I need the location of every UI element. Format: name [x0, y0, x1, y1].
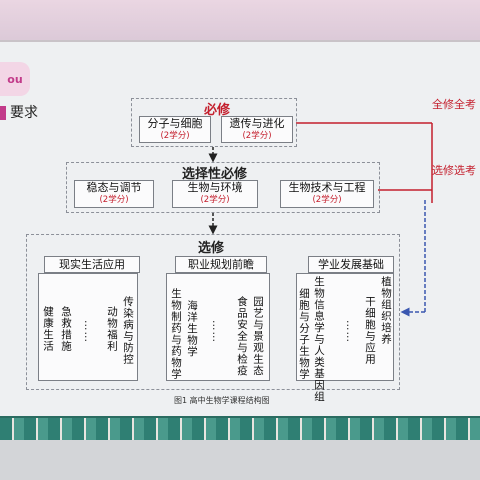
- header-text: 要求: [10, 105, 38, 121]
- elective-course: 干细胞与应用: [364, 296, 376, 365]
- elective-category-title: 学业发展基础: [308, 256, 394, 273]
- elective-category-title: 现实生活应用: [44, 256, 140, 273]
- course-name: 遗传与进化: [229, 117, 285, 130]
- elective-category-body: [166, 273, 270, 381]
- elective-course: 园艺与景观生态: [252, 296, 264, 377]
- course-box: 遗传与进化 (2学分): [221, 116, 293, 143]
- elective-course: 植物组织培养: [380, 276, 392, 345]
- elective-course: 食品安全与检疫: [236, 296, 248, 377]
- figure-caption: 图1 高中生物学课程结构图: [174, 396, 270, 405]
- elective-required-title: 选择性必修: [182, 167, 248, 182]
- elective-course: ……: [344, 320, 356, 343]
- logo: ou: [0, 62, 30, 96]
- course-name: 分子与细胞: [147, 117, 203, 130]
- course-box: 生物与环境 (2学分): [172, 180, 258, 208]
- decorative-border: [0, 416, 480, 442]
- course-name: 生物技术与工程: [288, 181, 366, 194]
- header-bar: [0, 106, 6, 120]
- required-title: 必修: [204, 103, 231, 118]
- course-box: 分子与细胞 (2学分): [139, 116, 211, 143]
- course-credit: (2学分): [312, 195, 342, 205]
- elective-course: 细胞与分子生物学: [298, 288, 310, 380]
- elective-category-body: [296, 273, 394, 381]
- course-name: 生物与环境: [187, 181, 243, 194]
- elective-course: 动物福利: [106, 306, 118, 352]
- course-name: 稳态与调节: [86, 181, 142, 194]
- elective-course: ……: [82, 320, 94, 343]
- course-credit: (2学分): [99, 195, 129, 205]
- elective-category-title: 职业规划前瞻: [175, 256, 267, 273]
- required-group: [131, 98, 297, 147]
- course-credit: (2学分): [160, 131, 190, 141]
- side-label-full: 全修全考: [432, 98, 476, 111]
- elective-course: 生物信息学与人类基因组: [313, 276, 325, 403]
- elective-course: 生物制药与药物学: [170, 288, 182, 380]
- elective-category-body: [38, 273, 138, 381]
- elective-required-group: [66, 162, 380, 213]
- course-box: 生物技术与工程 (2学分): [280, 180, 374, 208]
- elective-course: ……: [210, 320, 222, 343]
- side-label-selective: 选修选考: [432, 164, 476, 177]
- elective-group: [26, 234, 400, 390]
- slide: [0, 40, 480, 458]
- course-credit: (2学分): [242, 131, 272, 141]
- elective-course: 健康生活: [42, 306, 54, 352]
- background-bottom: [0, 440, 480, 480]
- course-box: 稳态与调节 (2学分): [74, 180, 154, 208]
- elective-course: 传染病与防控: [122, 296, 134, 365]
- course-credit: (2学分): [200, 195, 230, 205]
- elective-course: 海洋生物学: [186, 300, 198, 358]
- elective-title: 选修: [198, 241, 225, 256]
- header: 要求: [0, 102, 38, 122]
- elective-course: 急救措施: [60, 306, 72, 352]
